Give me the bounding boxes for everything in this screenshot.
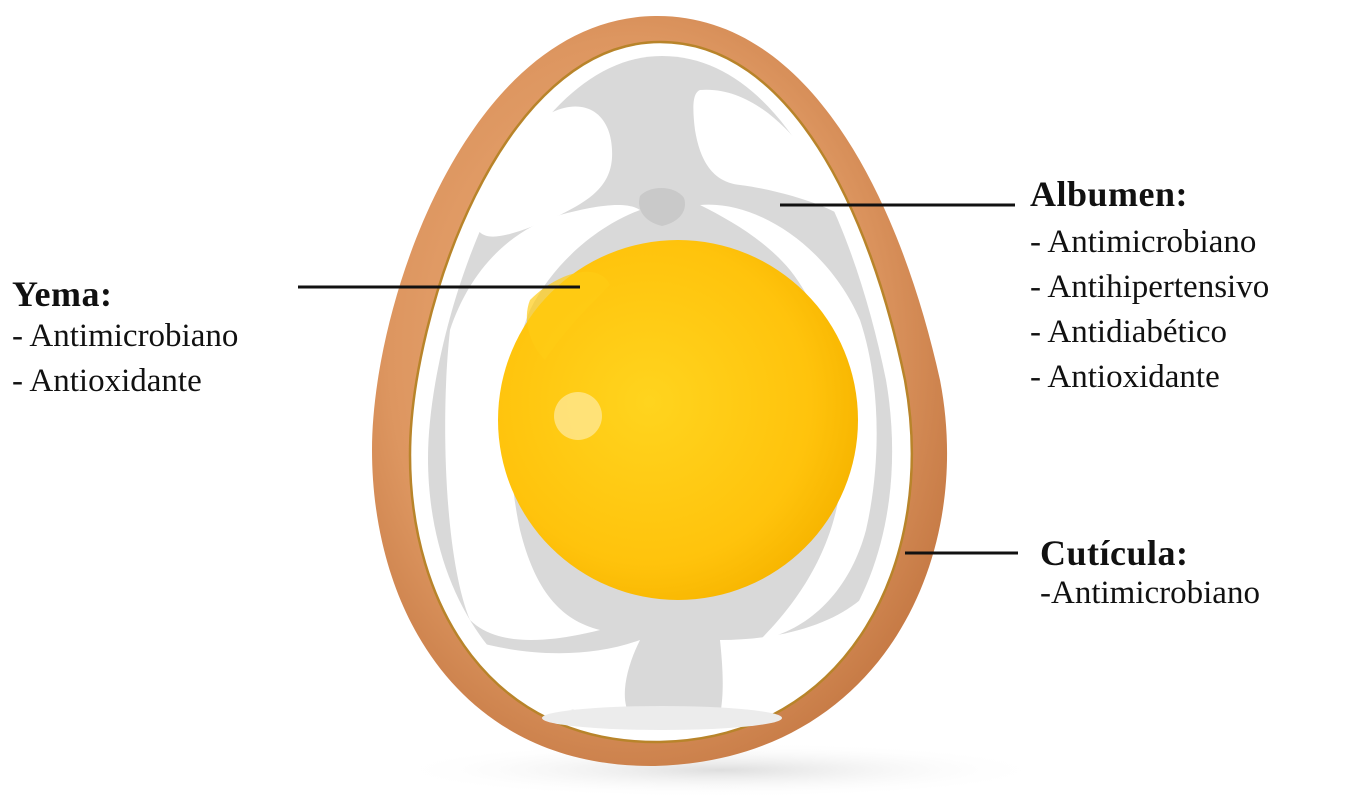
albumen-item-1: - Antimicrobiano	[1030, 226, 1269, 259]
albumen-item-2: - Antihipertensivo	[1030, 271, 1269, 304]
albumen-title: Albumen:	[1030, 176, 1269, 212]
albumen-label-block: Albumen: - Antimicrobiano - Antihiperten…	[1030, 176, 1269, 406]
cuticula-label-block: Cutícula: -Antimicrobiano	[1040, 535, 1260, 622]
cuticula-item-1: -Antimicrobiano	[1040, 577, 1260, 610]
cuticula-title: Cutícula:	[1040, 535, 1260, 571]
albumen-item-4: - Antioxidante	[1030, 361, 1269, 394]
albumen-pocket-bottom	[542, 706, 782, 730]
yema-item-2: - Antioxidante	[12, 365, 238, 398]
yema-title: Yema:	[12, 276, 238, 312]
yolk-highlight	[554, 392, 602, 440]
yema-label-block: Yema: - Antimicrobiano - Antioxidante	[12, 276, 238, 410]
yema-item-1: - Antimicrobiano	[12, 320, 238, 353]
albumen-item-3: - Antidiabético	[1030, 316, 1269, 349]
